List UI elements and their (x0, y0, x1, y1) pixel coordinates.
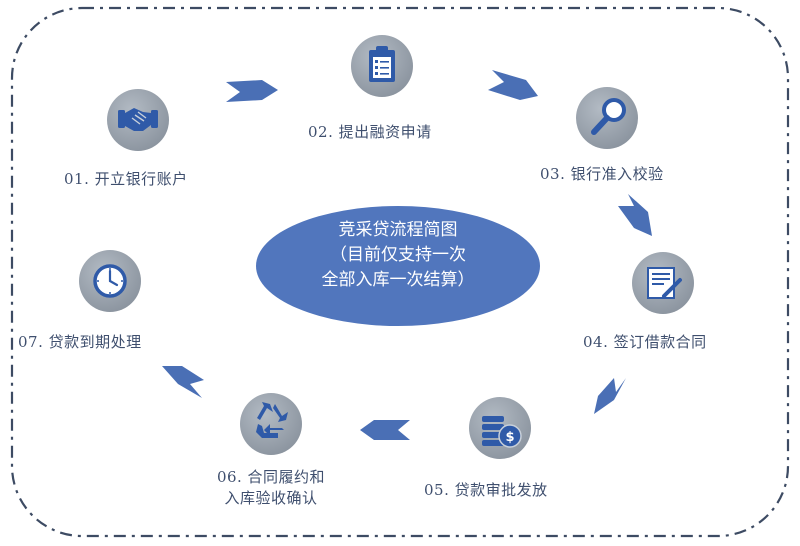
step-04-label: 04. 签订借款合同 (583, 333, 707, 351)
step-05-label: 05. 贷款审批发放 (424, 481, 548, 499)
arrow-05-to-06 (360, 420, 410, 440)
arrow-02-to-03 (488, 70, 538, 100)
arrow-06-to-07 (162, 366, 204, 398)
step-02-label: 02. 提出融资申请 (308, 123, 432, 141)
magnifier-icon (591, 98, 626, 135)
handshake-icon (118, 108, 158, 131)
center-title-line2: （目前仅支持一次 (330, 245, 466, 265)
step-01-label: 01. 开立银行账户 (64, 170, 188, 188)
arrow-03-to-04 (618, 194, 652, 236)
step-06-label-line2: 入库验收确认 (224, 489, 318, 507)
svg-text:$: $ (505, 430, 514, 445)
center-ellipse (256, 206, 540, 326)
coins-icon: $ (482, 416, 522, 448)
arrow-04-to-05 (594, 378, 626, 414)
contract-sign-icon (647, 267, 682, 299)
recycle-icon (256, 402, 288, 438)
center-title-line1: 竞采贷流程简图 (338, 220, 458, 240)
dashed-frame (10, 6, 790, 538)
center-title: 竞采贷流程简图 （目前仅支持一次 全部入库一次结算） (262, 218, 534, 293)
arrow-01-to-02 (226, 80, 278, 102)
center-title-line3: 全部入库一次结算） (321, 270, 475, 290)
step-03-label: 03. 银行准入校验 (540, 165, 664, 183)
clock-icon (93, 264, 127, 298)
step-06-circle (240, 393, 302, 455)
step-06-label: 06. 合同履约和 入库验收确认 (186, 466, 356, 508)
clipboard-icon (369, 46, 395, 82)
step-07-label: 07. 贷款到期处理 (18, 333, 142, 351)
step-06-label-line1: 06. 合同履约和 (216, 468, 326, 486)
